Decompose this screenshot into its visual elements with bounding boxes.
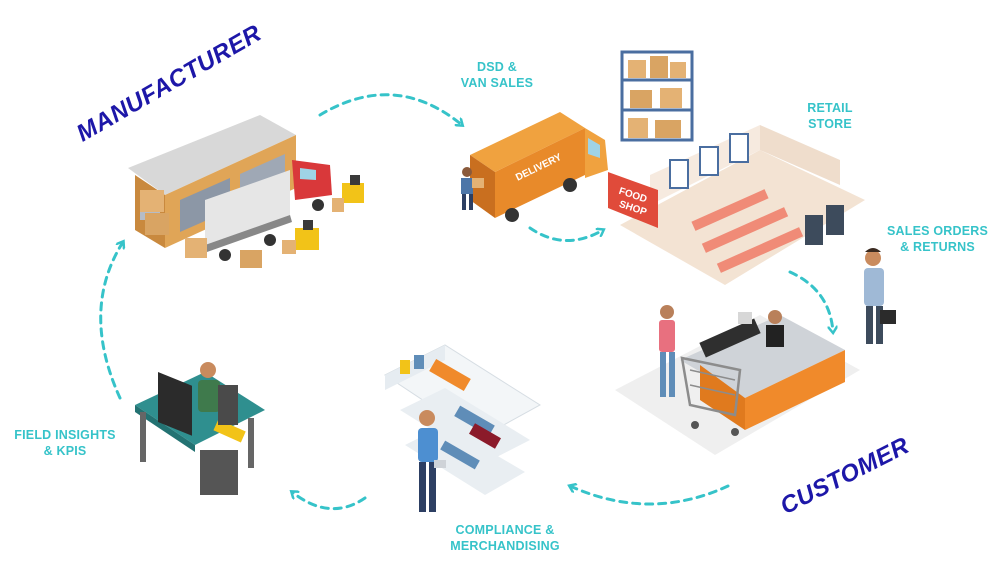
warehouse-icon [128, 115, 364, 268]
arrow-store-to-customer [788, 270, 833, 332]
storage-rack-icon [620, 50, 694, 142]
label-compliance-line2: MERCHANDISING [450, 539, 560, 553]
arrow-manufacturer-to-dsd [318, 93, 462, 125]
merchandise-shelf-icon [384, 344, 541, 512]
label-dsd-line2: VAN SALES [460, 76, 534, 90]
office-desk-icon [135, 362, 265, 495]
arrow-field-to-manufacturer [99, 242, 123, 400]
checkout-counter-icon [615, 305, 860, 455]
label-field-insights: FIELD INSIGHTS & KPIS [6, 427, 124, 459]
delivery-truck-icon: DELIVERY [461, 112, 608, 222]
label-dsd-van-sales: DSD & VAN SALES [452, 59, 542, 91]
arrow-compliance-to-field [292, 492, 367, 511]
label-sales-line1: SALES ORDERS [886, 224, 989, 238]
label-field-line2: & KPIS [43, 444, 87, 458]
retail-store-icon: FOOD SHOP [608, 125, 865, 285]
label-compliance-line1: COMPLIANCE & [455, 523, 555, 537]
arrow-dsd-to-store [528, 226, 603, 242]
businessman-icon [864, 248, 896, 344]
label-sales-orders: SALES ORDERS & RETURNS [880, 223, 995, 255]
label-retail-line2: STORE [808, 117, 852, 131]
label-dsd-line1: DSD & [477, 60, 517, 74]
label-field-line1: FIELD INSIGHTS [14, 428, 116, 442]
label-retail-store: RETAIL STORE [790, 100, 870, 132]
label-compliance: COMPLIANCE & MERCHANDISING [440, 522, 570, 554]
arrow-customer-to-compliance [570, 486, 730, 506]
label-sales-line2: & RETURNS [900, 240, 975, 254]
label-retail-line1: RETAIL [807, 101, 853, 115]
